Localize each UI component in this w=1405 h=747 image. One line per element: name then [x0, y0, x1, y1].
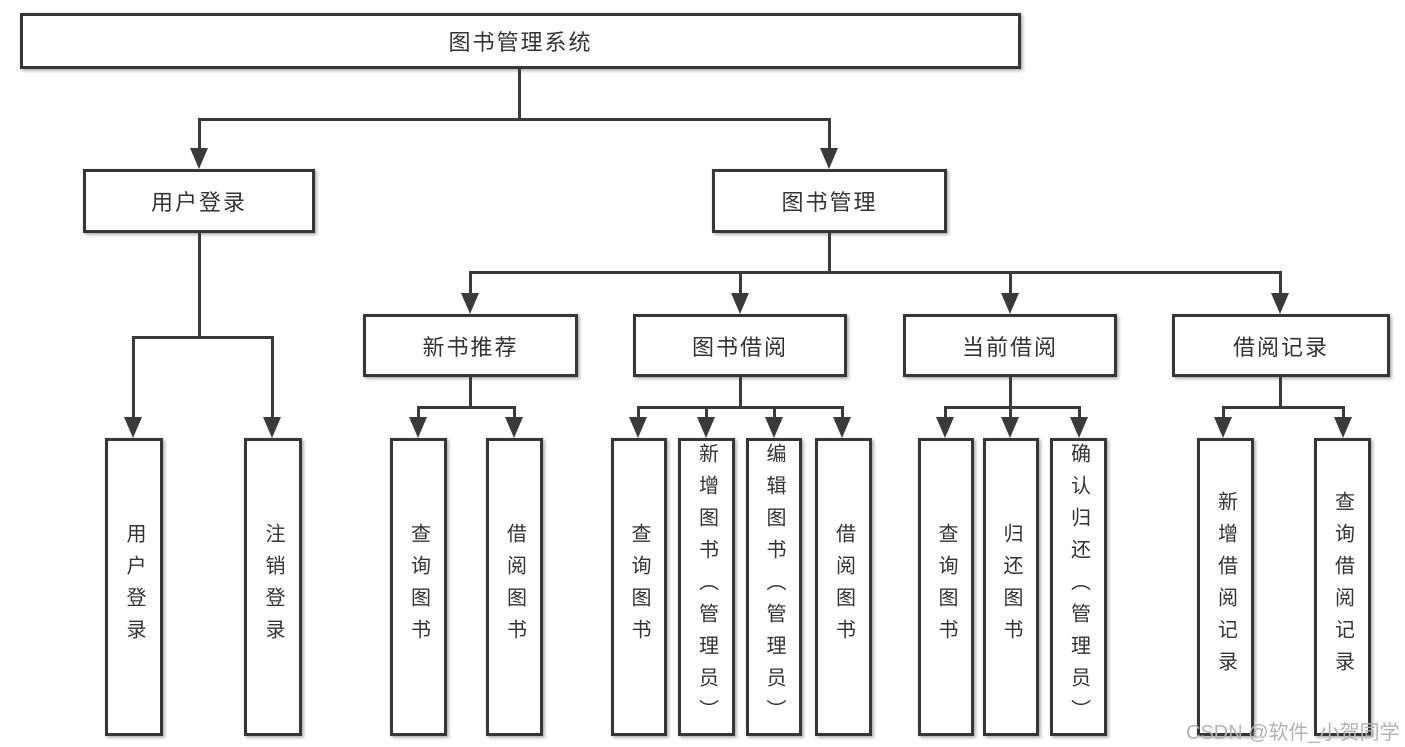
- arrow-down-icon: [1001, 417, 1019, 438]
- arrow-down-icon: [1271, 293, 1289, 314]
- connector-root-hline: [198, 118, 831, 121]
- node-user-login: 用户登录: [83, 169, 315, 233]
- connector-current-stem-1: [944, 406, 947, 418]
- connector-records-stem-1: [1222, 406, 1225, 418]
- node-new-book-recommend-label: 新书推荐: [422, 334, 519, 360]
- connector-borrowing-stem-4: [841, 406, 844, 418]
- leaf-query-books-borrow: 查询图书: [611, 438, 667, 736]
- connector-current-stem-2: [1009, 406, 1012, 418]
- node-borrowing-records-label: 借阅记录: [1232, 334, 1329, 360]
- connector-bookmgmt-stem-4: [1279, 271, 1282, 294]
- connector-bookmgmt-hline: [469, 271, 1282, 274]
- leaf-query-borrow-record: 查询借阅记录: [1314, 438, 1371, 736]
- arrow-down-icon: [936, 417, 954, 438]
- arrow-down-icon: [409, 417, 427, 438]
- connector-bookmgmt-stem-3: [1009, 271, 1012, 294]
- leaf-logout-label: 注销登录: [262, 523, 284, 651]
- node-current-borrowing: 当前借阅: [903, 314, 1117, 377]
- node-user-login-label: 用户登录: [150, 190, 247, 215]
- node-book-management-label: 图书管理: [781, 190, 878, 215]
- arrow-down-icon: [190, 148, 208, 169]
- leaf-borrow-books-label: 借阅图书: [832, 523, 855, 651]
- connector-userlogin-stem: [198, 233, 201, 336]
- arrow-down-icon: [833, 417, 851, 438]
- connector-borrowing-hline: [637, 406, 844, 409]
- leaf-return-book-label: 归还图书: [1000, 523, 1022, 651]
- leaf-user-login: 用户登录: [105, 438, 163, 736]
- connector-current-stem: [1009, 377, 1012, 406]
- csdn-watermark: CSDN @软件_小贺同学: [1186, 722, 1400, 744]
- connector-records-hline: [1222, 406, 1345, 409]
- node-book-borrowing-label: 图书借阅: [691, 334, 788, 360]
- arrow-down-icon: [124, 417, 142, 438]
- connector-bookmgmt-stem: [828, 233, 831, 271]
- connector-recommend-stem-2: [513, 406, 516, 418]
- node-borrowing-records: 借阅记录: [1172, 314, 1390, 377]
- arrow-down-icon: [765, 417, 783, 438]
- leaf-query-books-recommend-label: 查询图书: [407, 523, 430, 651]
- leaf-return-book: 归还图书: [983, 438, 1039, 736]
- node-book-borrowing: 图书借阅: [633, 314, 847, 377]
- leaf-query-books-current: 查询图书: [918, 438, 974, 736]
- arrow-down-icon: [731, 293, 749, 314]
- connector-borrowing-stem-1: [637, 406, 640, 418]
- connector-borrowing-stem-2: [705, 406, 708, 418]
- connector-records-stem-2: [1342, 406, 1345, 418]
- connector-borrowing-stem-3: [773, 406, 776, 418]
- arrow-down-icon: [1334, 417, 1352, 438]
- leaf-borrow-books: 借阅图书: [815, 438, 872, 736]
- connector-userlogin-left-stem: [132, 336, 135, 418]
- connector-root-right-stem: [828, 118, 831, 149]
- leaf-add-book-admin-label: 新增图书（管理员）: [695, 443, 718, 731]
- leaf-borrow-books-recommend-label: 借阅图书: [503, 523, 526, 651]
- node-root: 图书管理系统: [20, 13, 1021, 69]
- node-root-label: 图书管理系统: [448, 30, 593, 55]
- connector-records-stem: [1279, 377, 1282, 406]
- connector-bookmgmt-stem-2: [739, 271, 742, 294]
- node-current-borrowing-label: 当前借阅: [961, 334, 1058, 360]
- connector-userlogin-hline: [132, 336, 274, 339]
- leaf-logout: 注销登录: [244, 438, 302, 736]
- arrow-down-icon: [1001, 293, 1019, 314]
- arrow-down-icon: [263, 417, 281, 438]
- connector-borrowing-stem: [739, 377, 742, 406]
- node-new-book-recommend: 新书推荐: [363, 314, 578, 377]
- leaf-confirm-return-admin: 确认归还（管理员）: [1050, 438, 1107, 736]
- leaf-user-login-label: 用户登录: [123, 523, 145, 651]
- connector-recommend-stem: [469, 377, 472, 406]
- leaf-edit-book-admin: 编辑图书（管理员）: [746, 438, 802, 736]
- connector-current-hline: [944, 406, 1081, 409]
- arrow-down-icon: [697, 417, 715, 438]
- connector-recommend-stem-1: [417, 406, 420, 418]
- leaf-query-books-borrow-label: 查询图书: [628, 523, 650, 651]
- node-book-management: 图书管理: [712, 169, 947, 233]
- arrow-down-icon: [1070, 417, 1088, 438]
- leaf-add-book-admin: 新增图书（管理员）: [678, 438, 735, 736]
- leaf-query-borrow-record-label: 查询借阅记录: [1331, 491, 1354, 683]
- connector-current-stem-3: [1078, 406, 1081, 418]
- connector-recommend-hline: [417, 406, 516, 409]
- leaf-add-borrow-record-label: 新增借阅记录: [1214, 491, 1237, 683]
- connector-root-stem: [518, 69, 521, 118]
- connector-root-left-stem: [198, 118, 201, 149]
- leaf-query-books-current-label: 查询图书: [935, 523, 957, 651]
- leaf-confirm-return-admin-label: 确认归还（管理员）: [1067, 443, 1090, 731]
- leaf-add-borrow-record: 新增借阅记录: [1197, 438, 1254, 736]
- arrow-down-icon: [1214, 417, 1232, 438]
- leaf-query-books-recommend: 查询图书: [390, 438, 447, 736]
- arrow-down-icon: [629, 417, 647, 438]
- arrow-down-icon: [505, 417, 523, 438]
- leaf-borrow-books-recommend: 借阅图书: [486, 438, 543, 736]
- connector-userlogin-right-stem: [271, 336, 274, 418]
- leaf-edit-book-admin-label: 编辑图书（管理员）: [763, 443, 785, 731]
- arrow-down-icon: [820, 148, 838, 169]
- connector-bookmgmt-stem-1: [469, 271, 472, 294]
- arrow-down-icon: [461, 293, 479, 314]
